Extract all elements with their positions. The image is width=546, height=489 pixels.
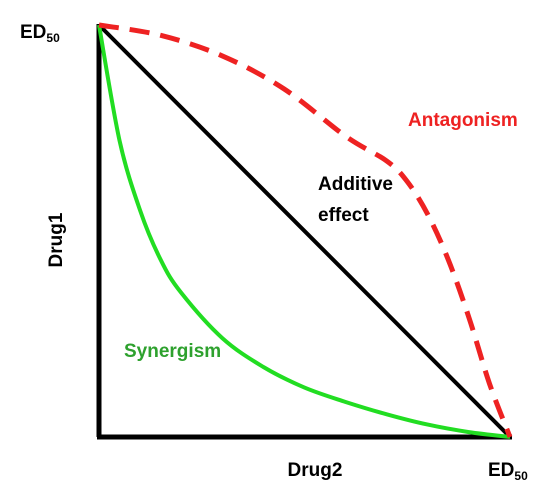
series-layer <box>97 22 513 439</box>
x-axis-end-label: ED50 <box>488 460 528 483</box>
x-axis-end-label-base: ED <box>488 460 514 481</box>
series-line-synergism <box>97 24 511 439</box>
antagonism-annotation: Antagonism <box>408 110 518 131</box>
y-axis-end-label-sub: 50 <box>46 31 60 45</box>
axes <box>96 24 512 440</box>
effect-annotation: effect <box>318 205 369 226</box>
series-line-additive-effect <box>97 23 512 439</box>
additive-annotation: Additive <box>318 174 393 195</box>
labels: Drug2 Drug1 ED50 ED50 Antagonism Additiv… <box>20 22 528 483</box>
series-line-antagonism <box>98 22 513 438</box>
synergism-annotation: Synergism <box>124 341 221 362</box>
y-axis-label: Drug1 <box>46 212 67 267</box>
x-axis-end-label-sub: 50 <box>514 469 528 483</box>
x-axis-label: Drug2 <box>288 460 343 481</box>
y-axis-end-label: ED50 <box>20 22 60 45</box>
y-axis-end-label-base: ED <box>20 22 46 43</box>
